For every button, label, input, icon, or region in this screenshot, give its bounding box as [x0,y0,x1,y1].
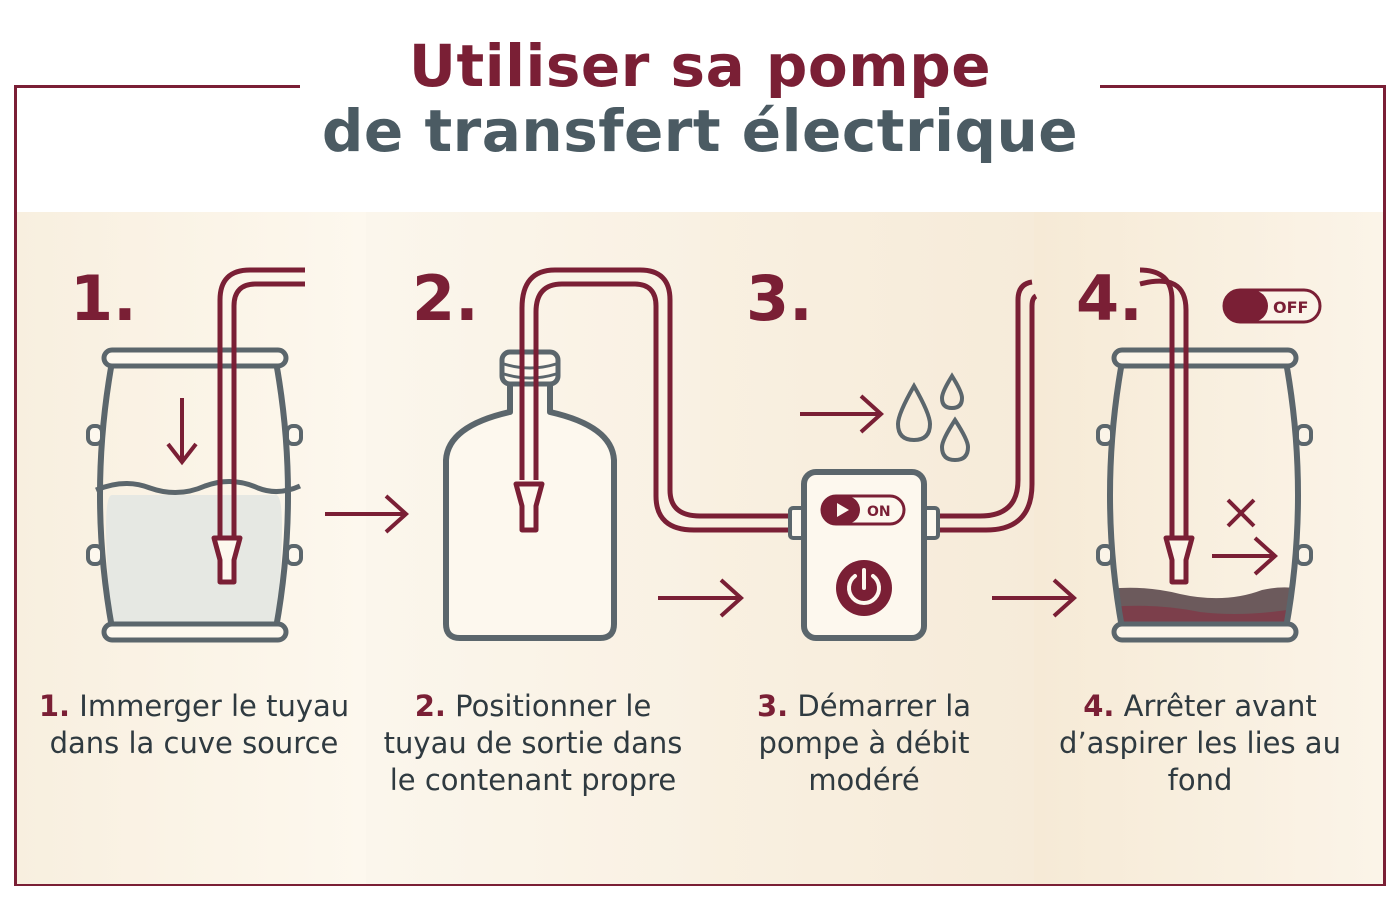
frame-top-right-line [1100,85,1386,88]
arrow-icon [658,578,744,618]
title-line-2: de transfert électrique [321,96,1079,165]
step-number-4: 4. [1076,262,1143,335]
arrow-icon [325,494,409,534]
pump-switch-label: ON [867,504,891,520]
diagram-frame [14,86,1386,886]
step-caption-1: 1. Immerger le tuyau dans la cuve source [30,688,358,762]
step-number-2: 2. [412,262,479,335]
caption-number-4: 4. [1083,689,1115,723]
frame-top-left-line [14,85,300,88]
caption-text-2: Positionner le tuyau de sortie dans le c… [383,689,683,797]
step-caption-4: 4. Arrêter avant d’aspirer les lies au f… [1050,688,1350,799]
arrow-icon [992,578,1077,618]
barrel-with-hose-icon [86,267,305,643]
caption-text-3: Démarrer la pompe à débit modéré [758,689,972,797]
off-switch-label: OFF [1273,298,1308,317]
off-switch-icon: OFF [1222,288,1322,324]
water-drops-icon [895,372,971,463]
caption-number-1: 1. [38,689,71,723]
step-caption-3: 3. Démarrer la pompe à débit modéré [730,688,998,799]
caption-text-4: Arrêter avant d’aspirer les lies au fond [1059,689,1341,797]
caption-text-1: Immerger le tuyau dans la cuve source [49,689,350,760]
step-number-1: 1. [70,262,137,335]
title-line-1: Utiliser sa pompe [408,32,992,100]
caption-number-2: 2. [414,689,446,723]
barrel-with-lees-icon [1096,267,1313,643]
step-panel-4 [1034,212,1383,884]
page-title: Utiliser sa pompe de transfert électriqu… [0,34,1400,164]
electric-pump-icon: ON [788,279,1038,641]
bottle-with-hose-icon [443,267,792,641]
step-number-3: 3. [746,262,813,335]
caption-number-3: 3. [756,689,789,723]
flow-arrow-icon [800,394,884,434]
step-caption-2: 2. Positionner le tuyau de sortie dans l… [380,688,686,799]
